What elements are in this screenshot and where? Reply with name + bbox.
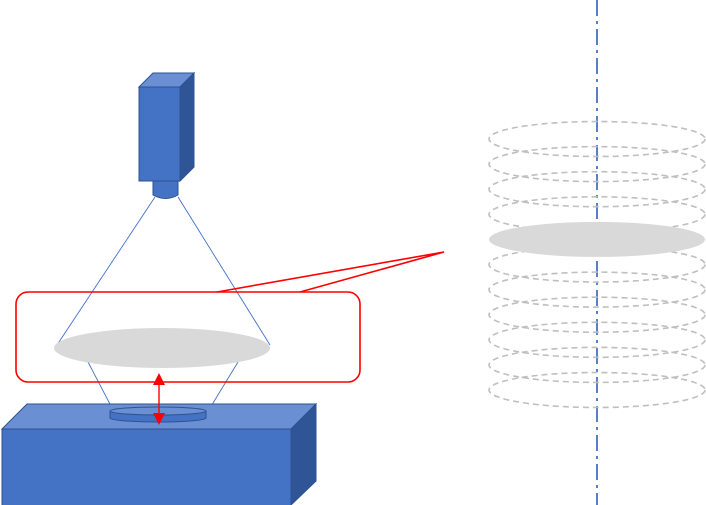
camera-lens: [152, 180, 179, 199]
ghost-plane: [488, 321, 706, 359]
ghost-plane: [488, 371, 706, 409]
ghost-plane: [488, 170, 706, 208]
focal-plane: [54, 328, 270, 368]
ghost-plane: [488, 271, 706, 308]
camera-side-face: [179, 71, 195, 183]
sample-disk-icon: [109, 406, 207, 423]
focus-stack-planes: [488, 120, 706, 409]
ghost-plane: [488, 145, 706, 183]
light-cone: [56, 196, 271, 409]
focus-stack: [488, 0, 706, 505]
focused-plane: [489, 221, 705, 257]
ghost-plane: [488, 346, 706, 384]
highlight-callout: [15, 251, 445, 383]
highlight-box: [15, 291, 361, 383]
stage-icon: [0, 402, 318, 505]
stage-front-face: [1, 428, 292, 505]
ghost-plane: [488, 120, 706, 158]
camera-front-face: [138, 86, 181, 182]
sample-disk-top: [109, 406, 207, 416]
light-cone-lower-right: [209, 361, 239, 409]
callout-pointer: [216, 251, 445, 293]
light-cone-lower-left: [87, 361, 113, 409]
light-cone-right-edge: [177, 196, 271, 346]
camera-icon: [137, 71, 196, 199]
ghost-plane: [488, 296, 706, 334]
light-cone-left-edge: [56, 196, 156, 346]
